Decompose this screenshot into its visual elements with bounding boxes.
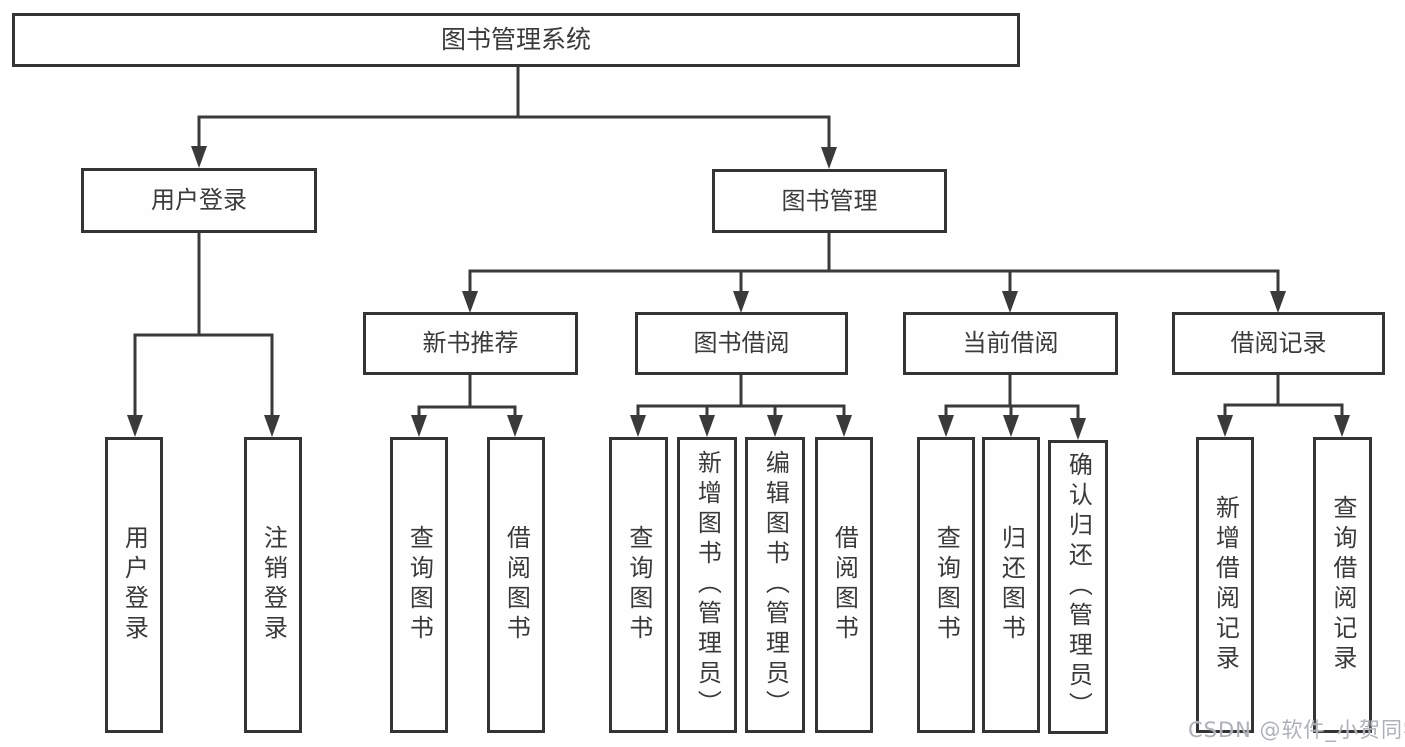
arrow-down-icon	[462, 291, 478, 313]
arrow-down-icon	[1002, 291, 1018, 313]
arrow-down-icon	[191, 146, 207, 168]
node-current-borrow: 当前借阅	[903, 312, 1118, 375]
csdn-watermark: CSDN @软件_小贺同学	[1188, 718, 1405, 742]
node-br-query-record: 查询借阅记录	[1313, 437, 1372, 733]
arrow-down-icon	[1217, 415, 1233, 437]
node-cb-query-book: 查询图书	[917, 437, 975, 733]
connector-bookmgmt-to-level3	[468, 233, 1280, 293]
node-borrow-record: 借阅记录	[1172, 312, 1385, 375]
arrow-down-icon	[938, 415, 954, 437]
node-book-management: 图书管理	[712, 169, 947, 233]
node-cb-return-book: 归还图书	[982, 437, 1040, 733]
node-nbr-borrow-book: 借阅图书	[487, 437, 545, 733]
node-root: 图书管理系统	[12, 13, 1020, 67]
connector-userlogin-to-children	[133, 233, 274, 416]
node-new-book-recommend: 新书推荐	[363, 312, 578, 375]
node-logout: 注销登录	[244, 437, 302, 733]
node-user-login: 用户登录	[81, 168, 317, 233]
node-book-borrow: 图书借阅	[635, 312, 848, 375]
arrow-down-icon	[127, 415, 143, 437]
node-bb-add-book-admin: 新增图书（管理员）	[677, 437, 737, 733]
connector-bookborrow-to-children	[636, 375, 846, 419]
connector-currentborrow-to-children	[944, 375, 1080, 421]
node-bb-borrow-book: 借阅图书	[815, 437, 873, 733]
arrow-down-icon	[1334, 415, 1350, 437]
node-cb-confirm-return-admin: 确认归还（管理员）	[1048, 440, 1108, 734]
arrow-down-icon	[836, 415, 852, 437]
arrow-down-icon	[1070, 418, 1086, 440]
node-login: 用户登录	[105, 437, 163, 733]
arrow-down-icon	[821, 147, 837, 169]
connector-newbookrec-to-children	[417, 375, 517, 419]
node-br-add-record: 新增借阅记录	[1196, 437, 1254, 733]
arrow-down-icon	[699, 415, 715, 437]
arrow-down-icon	[1270, 291, 1286, 313]
arrow-down-icon	[264, 415, 280, 437]
arrow-down-icon	[411, 415, 427, 437]
connector-root-to-level2	[197, 66, 831, 151]
arrow-down-icon	[1003, 415, 1019, 437]
node-nbr-query-book: 查询图书	[390, 437, 448, 733]
arrow-down-icon	[630, 415, 646, 437]
arrowheads	[127, 146, 1350, 440]
arrow-down-icon	[507, 415, 523, 437]
node-bb-query-book: 查询图书	[609, 437, 668, 733]
connector-borrowrecord-to-children	[1223, 375, 1344, 419]
arrow-down-icon	[733, 291, 749, 313]
node-bb-edit-book-admin: 编辑图书（管理员）	[745, 437, 805, 733]
arrow-down-icon	[767, 415, 783, 437]
